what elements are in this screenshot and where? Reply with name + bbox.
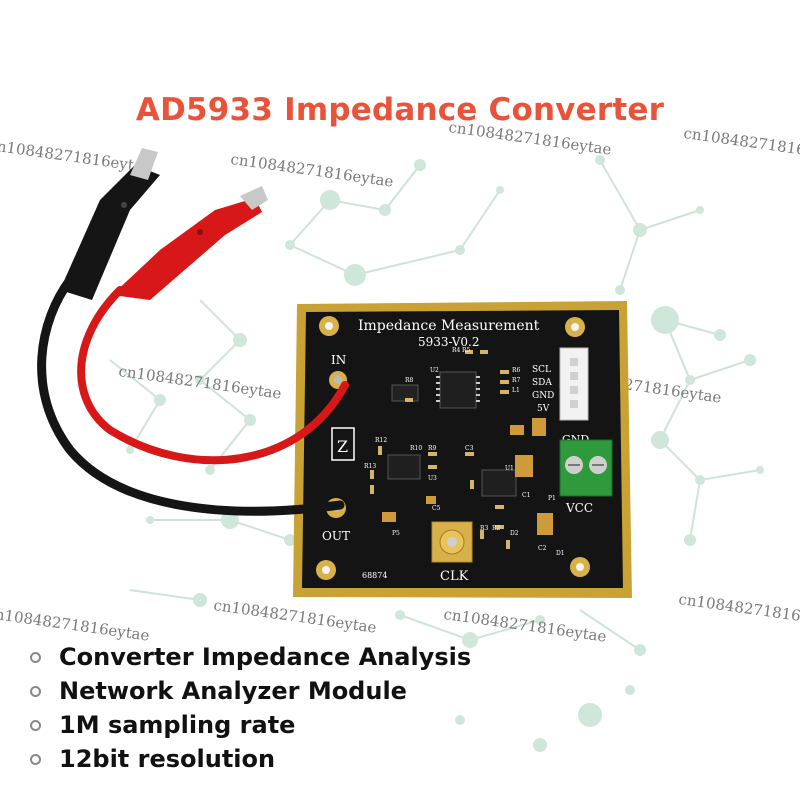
part-label: R5 (462, 347, 471, 354)
list-item: 12bit resolution (30, 742, 471, 776)
bullet-icon (30, 685, 41, 697)
board-version: 5933-V0.2 (418, 335, 479, 349)
part-label: C1 (522, 492, 530, 499)
z-symbol: Z (337, 437, 348, 456)
board-heading: Impedance Measurement (358, 318, 540, 334)
part-label: R3 (480, 525, 489, 532)
part-label: R2 (492, 525, 501, 532)
red-lead (77, 286, 349, 465)
page-title: AD5933 Impedance Converter (135, 92, 665, 128)
part-label: R7 (512, 377, 521, 384)
part-label: R8 (405, 377, 414, 384)
black-lead (37, 275, 345, 516)
serial-number: 68874 (362, 571, 387, 580)
regulator-chip (481, 469, 517, 497)
feature-list: Converter Impedance Analysis Network Ana… (30, 640, 471, 776)
feature-text: 12bit resolution (59, 745, 276, 773)
part-label: R10 (410, 445, 422, 452)
part-label: R4 (452, 347, 461, 354)
part-label: R12 (375, 437, 387, 444)
feature-text: 1M sampling rate (59, 711, 296, 739)
black-clip (60, 148, 160, 300)
pin-label: SCL (532, 365, 551, 375)
part-label: U3 (428, 475, 437, 482)
in-label: IN (331, 353, 346, 367)
bullet-icon (30, 651, 41, 663)
bullet-icon (30, 753, 41, 765)
clk-connector (431, 521, 473, 563)
part-label: C3 (465, 445, 474, 452)
clk-label: CLK (440, 569, 469, 584)
part-label: U1 (505, 465, 514, 472)
pin-label: 5V (537, 404, 550, 414)
pin-label: SDA (532, 378, 552, 388)
feature-text: Network Analyzer Module (59, 677, 407, 705)
part-label: U2 (430, 367, 439, 374)
vcc-label: VCC (565, 501, 593, 515)
part-label: L1 (512, 387, 520, 394)
part-label: D1 (556, 550, 565, 557)
part-label: C2 (538, 545, 547, 552)
part-label: R6 (512, 367, 521, 374)
list-item: Network Analyzer Module (30, 674, 471, 708)
pin-label: GND (532, 391, 554, 401)
out-label: OUT (322, 529, 350, 543)
part-label: R9 (428, 445, 437, 452)
list-item: 1M sampling rate (30, 708, 471, 742)
part-label: C5 (432, 505, 441, 512)
part-label: R13 (364, 463, 376, 470)
part-label: D2 (510, 530, 519, 537)
red-clip (112, 186, 268, 300)
bullet-icon (30, 719, 41, 731)
list-item: Converter Impedance Analysis (30, 640, 471, 674)
z-symbol-box (331, 427, 355, 461)
part-label: P1 (548, 495, 556, 502)
opamp-chip (387, 454, 421, 480)
mounting-holes (316, 316, 590, 580)
part-label: P5 (392, 530, 400, 537)
feature-text: Converter Impedance Analysis (59, 643, 472, 671)
